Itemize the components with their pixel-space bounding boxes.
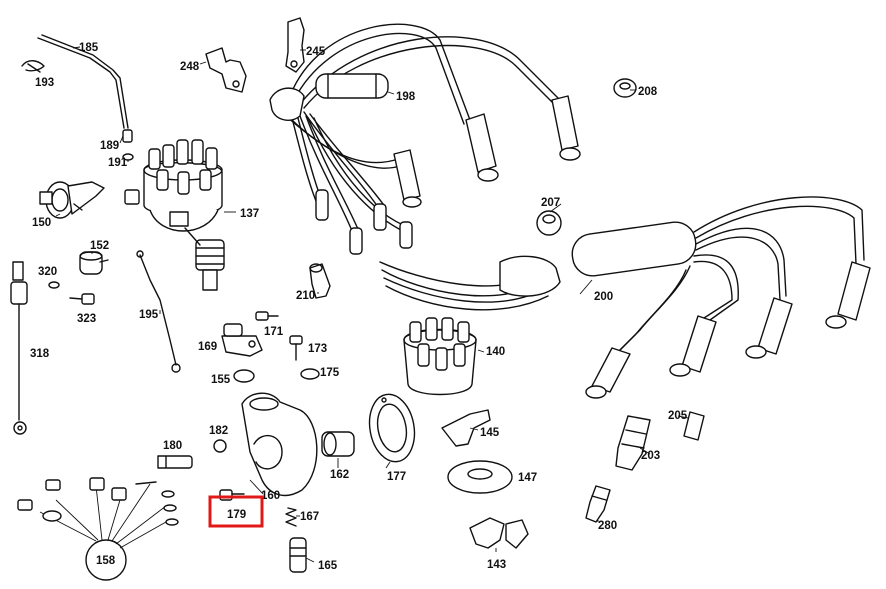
- part-207-grommet[interactable]: [536, 210, 562, 236]
- part-203-spark-plug-connector[interactable]: [615, 415, 651, 471]
- label-167[interactable]: 167: [300, 511, 319, 523]
- part-248-bracket[interactable]: [205, 47, 247, 93]
- part-323-screw[interactable]: [69, 293, 95, 305]
- harness-200-connectors: [585, 261, 871, 399]
- label-137[interactable]: 137: [240, 208, 259, 220]
- part-175-washer[interactable]: [300, 368, 320, 380]
- label-140[interactable]: 140: [486, 346, 505, 358]
- label-182[interactable]: 182: [209, 425, 228, 437]
- label-145[interactable]: 145: [480, 427, 500, 439]
- label-320[interactable]: 320: [38, 266, 57, 278]
- label-147[interactable]: 147: [518, 472, 537, 484]
- label-171[interactable]: 171: [264, 326, 284, 338]
- part-195-cable[interactable]: [136, 250, 181, 373]
- label-195[interactable]: 195: [139, 309, 159, 321]
- label-210[interactable]: 210: [296, 290, 315, 302]
- label-208[interactable]: 208: [638, 86, 658, 98]
- label-175[interactable]: 175: [320, 367, 340, 379]
- label-169[interactable]: 169: [198, 341, 217, 353]
- label-165[interactable]: 165: [318, 560, 338, 572]
- part-173-screw[interactable]: [289, 335, 303, 361]
- part-193-clip[interactable]: [21, 60, 45, 73]
- label-162[interactable]: 162: [330, 469, 349, 481]
- label-203[interactable]: 203: [641, 450, 660, 462]
- part-280-spark-plug[interactable]: [585, 485, 611, 523]
- label-143[interactable]: 143: [487, 559, 506, 571]
- part-180-bolt[interactable]: [157, 455, 193, 469]
- label-323[interactable]: 323: [77, 313, 96, 325]
- part-143-contact-set[interactable]: [469, 517, 529, 549]
- label-198[interactable]: 198: [396, 91, 416, 103]
- label-200[interactable]: 200: [594, 291, 613, 303]
- part-162-sleeve[interactable]: [321, 431, 355, 457]
- label-185[interactable]: 185: [79, 42, 99, 54]
- part-318-ground-strap[interactable]: [10, 261, 28, 435]
- part-155-washer[interactable]: [233, 369, 255, 383]
- part-145-rotor[interactable]: [441, 409, 491, 447]
- part-189-grommet[interactable]: [122, 129, 133, 143]
- label-177[interactable]: 177: [387, 471, 406, 483]
- part-320-washer[interactable]: [48, 281, 60, 289]
- part-137-distributor[interactable]: [124, 139, 225, 291]
- part-171-screw[interactable]: [255, 311, 279, 321]
- part-147-dust-shield[interactable]: [447, 460, 513, 494]
- part-177-gasket[interactable]: [364, 391, 419, 466]
- label-152[interactable]: 152: [90, 240, 109, 252]
- part-140-distributor-cap[interactable]: [403, 317, 477, 396]
- part-200-ignition-harness[interactable]: [379, 196, 871, 399]
- part-165-gear[interactable]: [289, 537, 307, 573]
- part-160-housing[interactable]: [241, 392, 318, 497]
- label-160[interactable]: 160: [261, 490, 280, 502]
- label-180[interactable]: 180: [163, 440, 182, 452]
- part-150-vacuum-unit[interactable]: [39, 181, 105, 219]
- label-179[interactable]: 179: [227, 509, 246, 521]
- part-167-spring[interactable]: [285, 507, 297, 527]
- part-labels: 185 193 248 245 198 208 189 191 137 150 …: [30, 42, 688, 572]
- highlight-box-179: [208, 495, 264, 528]
- label-158[interactable]: 158: [96, 555, 116, 567]
- label-150[interactable]: 150: [32, 217, 51, 229]
- part-182-washer[interactable]: [213, 439, 227, 453]
- label-173[interactable]: 173: [308, 343, 327, 355]
- leader-lines: [55, 46, 689, 563]
- label-318[interactable]: 318: [30, 348, 50, 360]
- label-155[interactable]: 155: [211, 374, 231, 386]
- part-185-rod[interactable]: [37, 34, 129, 129]
- part-245-clip[interactable]: [285, 17, 305, 73]
- harness-connectors: [315, 95, 581, 255]
- part-205-connector[interactable]: [683, 411, 705, 441]
- label-207[interactable]: 207: [541, 197, 560, 209]
- label-189[interactable]: 189: [100, 140, 119, 152]
- label-280[interactable]: 280: [598, 520, 617, 532]
- part-208-grommet[interactable]: [613, 78, 637, 98]
- part-169-plate[interactable]: [221, 323, 263, 357]
- part-198-ignition-harness[interactable]: [269, 23, 581, 255]
- part-158-parts-kit[interactable]: [17, 477, 179, 581]
- label-245[interactable]: 245: [306, 46, 326, 58]
- label-248[interactable]: 248: [180, 61, 200, 73]
- label-205[interactable]: 205: [668, 410, 688, 422]
- label-193[interactable]: 193: [35, 77, 54, 89]
- part-152-capacitor[interactable]: [79, 251, 109, 275]
- cap-towers: [148, 139, 218, 195]
- part-210-elbow[interactable]: [309, 263, 331, 299]
- label-191[interactable]: 191: [108, 157, 128, 169]
